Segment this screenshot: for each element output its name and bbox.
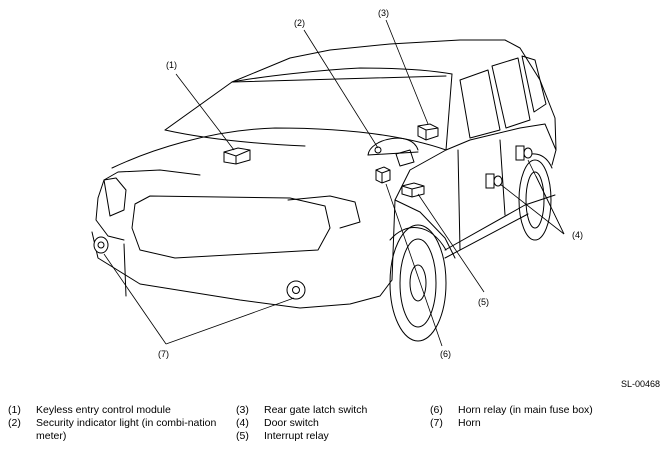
legend-item: (6) Horn relay (in main fuse box) <box>430 404 660 417</box>
callout-2: (2) <box>294 18 305 28</box>
legend-number: (7) <box>430 417 443 429</box>
leader-lines <box>103 19 565 347</box>
vehicle-diagram: (1) (2) (3) (4) (5) (6) (7) <box>91 8 583 359</box>
legend-column-3: (6) Horn relay (in main fuse box) (7) Ho… <box>430 404 660 430</box>
door-switch-icon <box>515 145 533 161</box>
interrupt-relay-icon <box>401 182 425 198</box>
legend-text: Horn <box>458 417 481 429</box>
figure-id: SL-00468 <box>620 379 660 389</box>
legend-number: (5) <box>236 430 249 442</box>
legend-number: (1) <box>8 404 21 416</box>
door-switch-icon <box>485 173 503 189</box>
car-outline <box>91 39 557 342</box>
horn-icon <box>286 280 306 300</box>
components <box>93 123 533 300</box>
legend-item: (2) Security indicator light (in combi-n… <box>8 417 238 443</box>
legend-text: Keyless entry control module <box>36 404 171 416</box>
security-indicator-light-icon <box>374 146 382 154</box>
keyless-entry-module-icon <box>223 147 251 165</box>
legend-item: (4) Door switch <box>236 417 436 430</box>
rear-gate-latch-switch-icon <box>417 123 439 141</box>
horn-relay-icon <box>375 166 391 184</box>
legend-column-1: (1) Keyless entry control module (2) Sec… <box>8 404 238 443</box>
legend-number: (4) <box>236 417 249 429</box>
legend-number: (2) <box>8 417 21 429</box>
callout-6: (6) <box>440 349 451 359</box>
legend-text: Door switch <box>264 417 319 429</box>
horn-icon <box>93 236 109 254</box>
callout-labels: (1) (2) (3) (4) (5) (6) (7) <box>158 8 583 359</box>
legend-column-2: (3) Rear gate latch switch (4) Door swit… <box>236 404 436 443</box>
legend-number: (6) <box>430 404 443 416</box>
legend-item: (5) Interrupt relay <box>236 430 436 443</box>
legend-item: (1) Keyless entry control module <box>8 404 238 417</box>
legend-item: (3) Rear gate latch switch <box>236 404 436 417</box>
legend-text: Security indicator light (in combi-natio… <box>36 417 217 442</box>
callout-4: (4) <box>572 230 583 240</box>
legend-text: Horn relay (in main fuse box) <box>458 404 593 416</box>
legend-item: (7) Horn <box>430 417 660 430</box>
legend-text: Interrupt relay <box>264 430 329 442</box>
callout-7: (7) <box>158 349 169 359</box>
callout-3: (3) <box>378 8 389 18</box>
legend-number: (3) <box>236 404 249 416</box>
callout-5: (5) <box>478 297 489 307</box>
legend-text: Rear gate latch switch <box>264 404 368 416</box>
callout-1: (1) <box>166 60 177 70</box>
